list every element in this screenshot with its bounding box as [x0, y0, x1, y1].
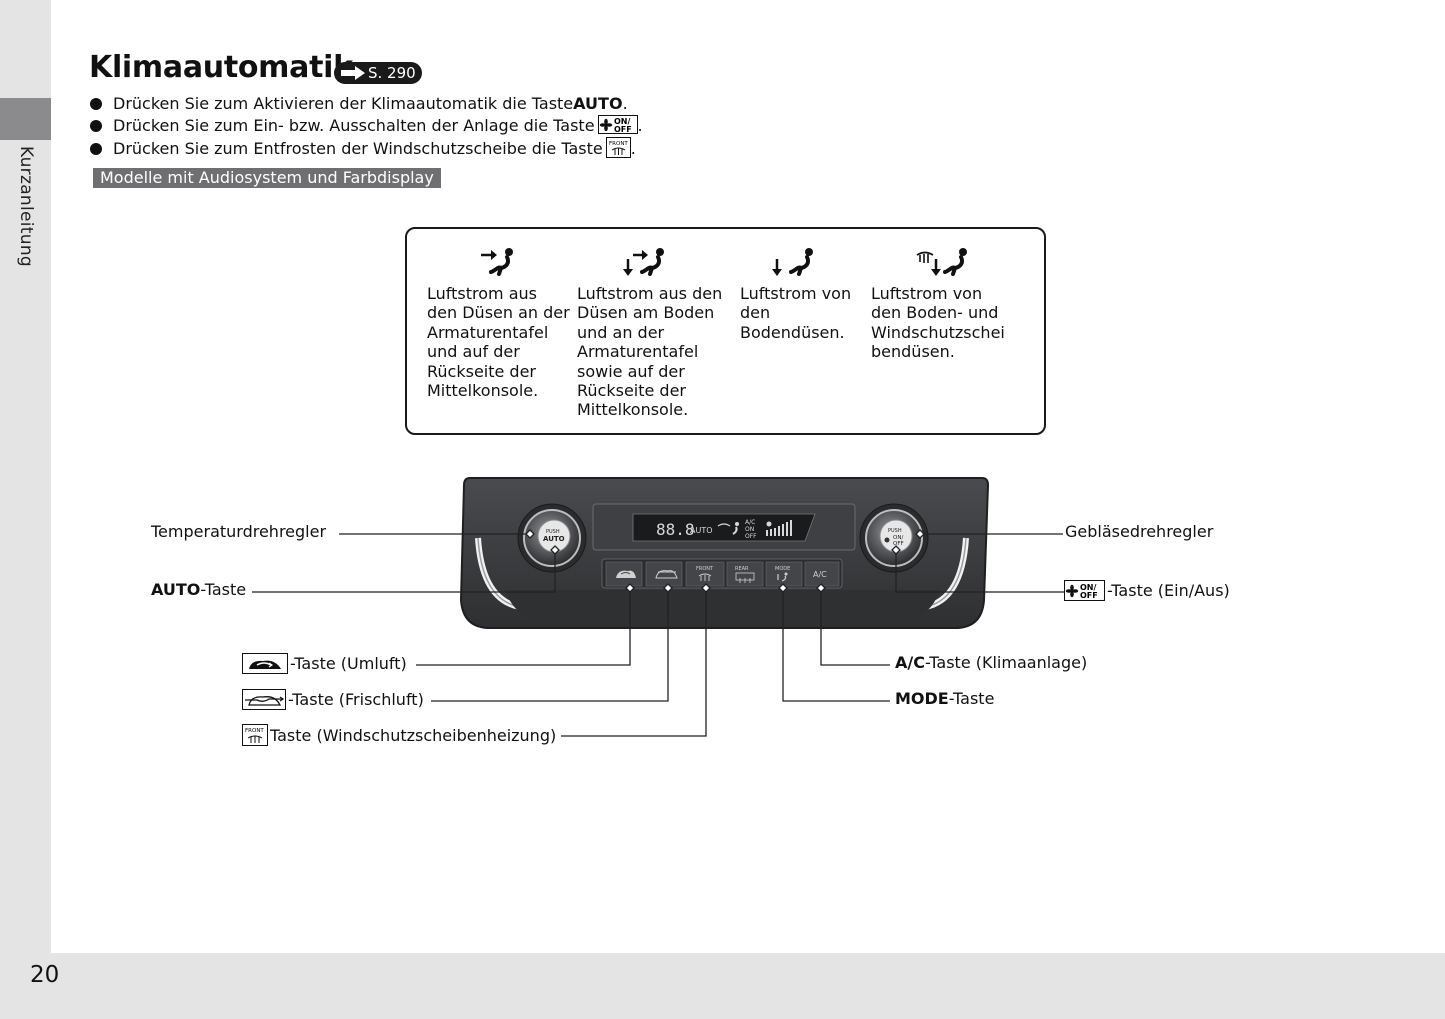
callout-auto-button: AUTO-Taste [151, 580, 246, 599]
bullet-text: Drücken Sie zum Entfrosten der Windschut… [113, 139, 603, 158]
display-screen [632, 513, 816, 542]
svg-text:OFF: OFF [614, 125, 632, 133]
bullet-text: Drücken Sie zum Ein- bzw. Ausschalten de… [113, 116, 595, 135]
sidebar-strip [0, 0, 51, 1019]
display-auto-indicator: AUTO [690, 526, 713, 535]
callout-text: -Taste (Frischluft) [288, 690, 424, 709]
callout-mode-button: MODE-Taste [895, 689, 994, 708]
bullet-punct: . [637, 116, 643, 135]
airflow-modes-box: Luftstrom aus den Düsen an der Armaturen… [405, 227, 1046, 435]
airflow-mode-text: Luftstrom von den Bodendüsen. [740, 284, 852, 342]
airflow-mode-text: Luftstrom aus den Düsen am Boden und an … [577, 284, 723, 420]
arrow-right-icon [341, 66, 365, 80]
callout-text: Taste (Windschutzscheibenheizung) [270, 725, 557, 745]
display-ac-indicator: A/C [745, 519, 755, 526]
temperature-knob[interactable]: PUSH AUTO [517, 503, 587, 573]
ac-button[interactable]: A/C [804, 561, 840, 587]
panel-button-row: FRONT REAR MODE A/C [601, 558, 843, 589]
callout-anchor-points [525, 529, 925, 593]
callout-ac-button: A/C-Taste (Klimaanlage) [895, 653, 1087, 672]
callout-bold-text: MODE [895, 689, 949, 708]
rear-defrost-button[interactable]: REAR [726, 561, 764, 587]
bullet-punct: . [630, 139, 636, 158]
rear-button-label: REAR [735, 566, 749, 572]
airflow-floor-defrost-icon [916, 248, 967, 276]
bullet-dot-icon [90, 120, 102, 132]
display-fan-level-bars [766, 520, 792, 536]
bullet-text: Drücken Sie zum Aktivieren der Klimaauto… [113, 94, 574, 113]
airflow-dash-icon [481, 248, 513, 276]
svg-text:ON/: ON/ [614, 117, 630, 126]
airflow-mode-text: Luftstrom aus den Düsen an der Armaturen… [427, 284, 570, 401]
panel-lower-recess [505, 590, 940, 620]
airflow-dash-floor-icon [623, 248, 664, 276]
fresh-air-icon [242, 689, 286, 710]
airflow-floor-icon [772, 248, 813, 276]
sidebar-section-tab [0, 98, 51, 140]
svg-text:OFF: OFF [1080, 591, 1098, 600]
fan-on-off-icon: ON/ OFF [597, 115, 638, 134]
bullet-key-auto: AUTO [573, 94, 623, 113]
front-defrost-icon: FRONT [605, 137, 631, 158]
callout-fan-knob: Gebläsedrehregler [1065, 522, 1213, 541]
bullet-punct: . [622, 94, 628, 113]
page-reference-text: S. 290 [368, 64, 416, 82]
display-on-indicator: ON [745, 526, 754, 533]
callout-fresh-air-button: -Taste (Frischluft) [242, 689, 424, 710]
callout-recirculation-button: -Taste (Umluft) [242, 653, 407, 674]
bullet-dot-icon [90, 143, 102, 155]
fresh-air-button[interactable] [645, 561, 683, 587]
callout-front-defrost-button: FRONT Taste (Windschutzscheibenheizung) [242, 724, 556, 746]
callout-text: Gebläsedrehregler [1065, 522, 1214, 541]
callout-text: -Taste (Klimaanlage) [924, 653, 1088, 672]
display-temperature-digits: 88.8 [656, 520, 695, 539]
model-label: Modelle mit Audiosystem und Farbdisplay [93, 168, 441, 188]
right-knob-off-label: OFF [893, 541, 904, 547]
front-defrost-button[interactable]: FRONT [685, 561, 725, 587]
right-knob-on-label: ON/ [893, 535, 903, 541]
recirculation-icon [242, 653, 288, 674]
ac-button-label: A/C [813, 570, 827, 579]
front-defrost-icon: FRONT [242, 724, 268, 746]
callout-onoff-button: ON/ OFF -Taste (Ein/Aus) [1064, 580, 1230, 601]
left-knob-auto-label: AUTO [543, 535, 565, 543]
footer-strip [0, 953, 1445, 1019]
right-knob-push-label: PUSH [888, 528, 902, 534]
front-button-label: FRONT [696, 566, 714, 572]
svg-text:FRONT: FRONT [245, 728, 264, 734]
bullet-item: Drücken Sie zum Ein- bzw. Ausschalten de… [90, 115, 643, 135]
callout-temperature-knob: Temperaturdrehregler [151, 522, 326, 541]
page-title: Klimaautomatik [89, 50, 353, 85]
fan-knob[interactable]: PUSH ON/ OFF [859, 503, 929, 573]
mode-button-label: MODE [775, 566, 790, 572]
callout-bold-text: A/C [895, 653, 925, 672]
display-off-indicator: OFF [745, 533, 757, 540]
mode-button[interactable]: MODE [765, 561, 803, 587]
callout-text: -Taste (Ein/Aus) [1107, 581, 1230, 600]
left-knob-push-label: PUSH [546, 529, 560, 535]
svg-text:FRONT: FRONT [609, 141, 628, 147]
svg-text:ON/: ON/ [1080, 583, 1096, 592]
airflow-mode-text: Luftstrom von den Boden- und Windschutzs… [871, 284, 1005, 362]
page-reference-link[interactable]: S. 290 [334, 62, 422, 84]
page-number: 20 [30, 962, 60, 988]
bullet-item: Drücken Sie zum Entfrosten der Windschut… [90, 137, 636, 159]
callout-text: -Taste [948, 689, 995, 708]
fan-on-off-icon: ON/ OFF [1064, 580, 1105, 601]
callout-bold-text: AUTO [151, 580, 201, 599]
recirculation-button[interactable] [605, 561, 643, 587]
callout-text: Temperaturdrehregler [151, 522, 327, 541]
callout-leader-lines [252, 533, 1064, 737]
callout-text: -Taste (Umluft) [290, 654, 407, 673]
bullet-item: Drücken Sie zum Aktivieren der Klimaauto… [90, 94, 628, 113]
bullet-dot-icon [90, 98, 102, 110]
callout-text: -Taste [200, 580, 247, 599]
